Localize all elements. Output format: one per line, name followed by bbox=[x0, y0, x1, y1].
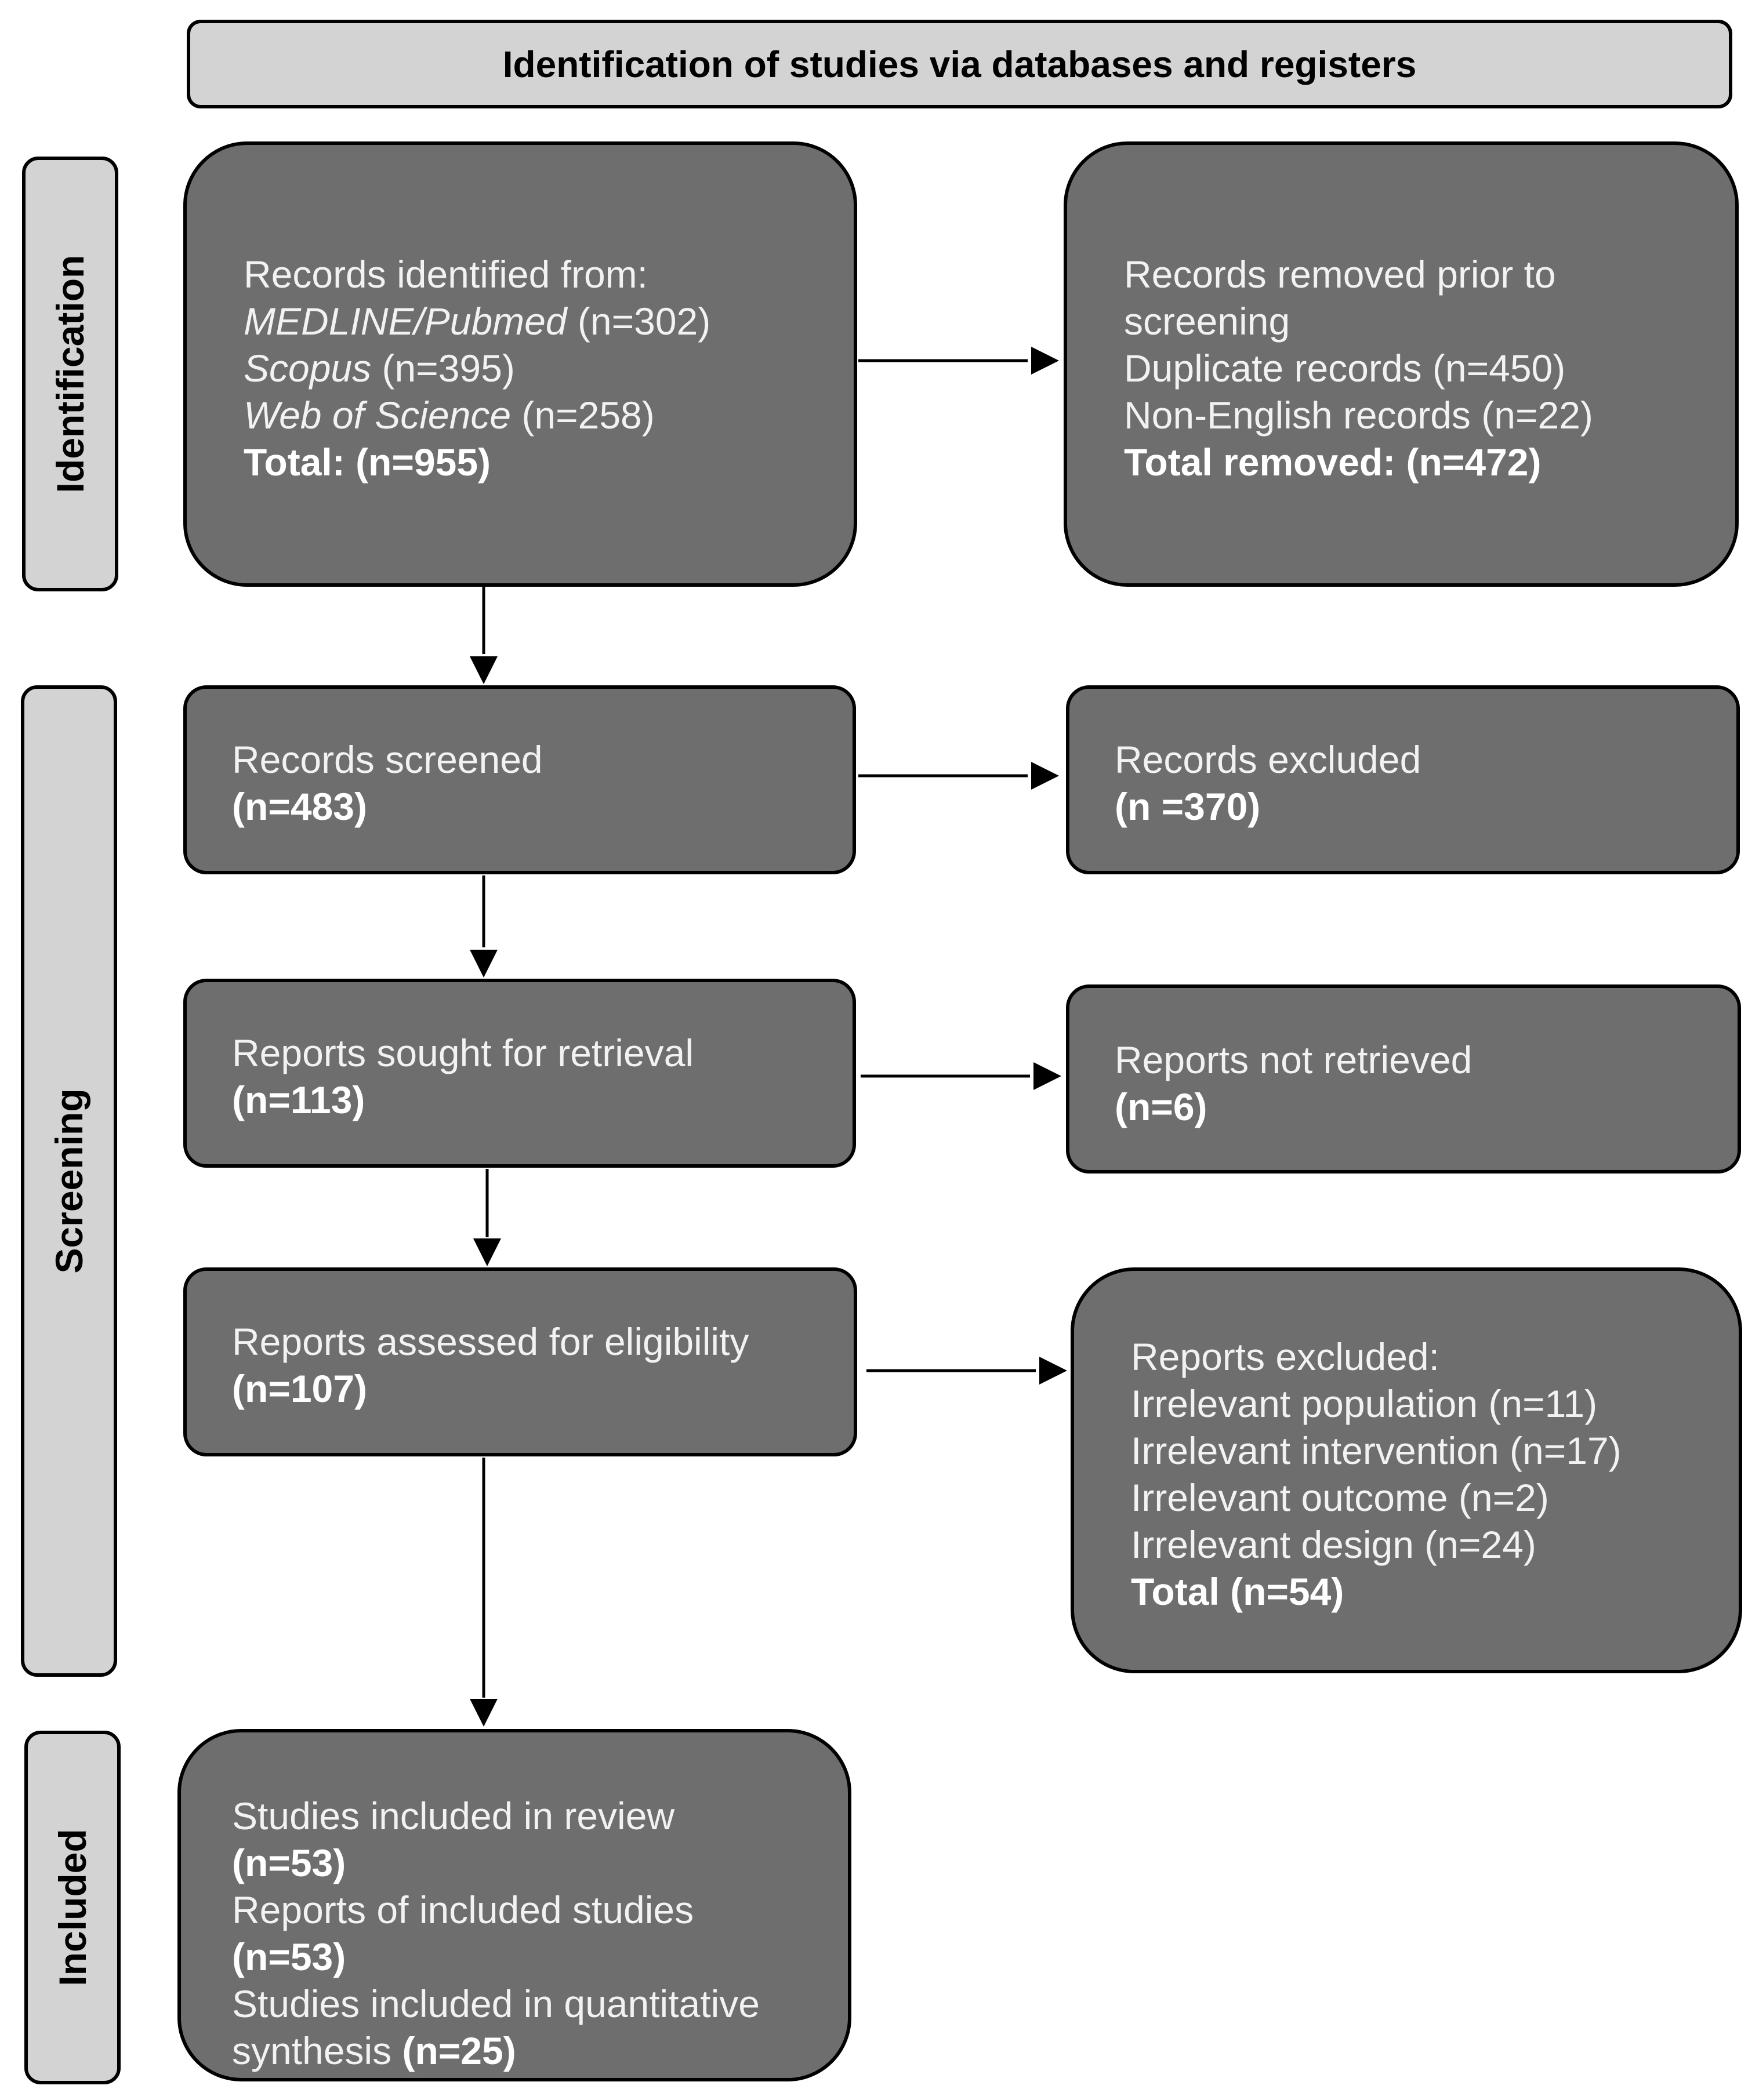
records-removed-box: Records removed prior to screening Dupli… bbox=[1064, 141, 1739, 587]
reports-sought-count: (n=113) bbox=[232, 1078, 365, 1121]
source-medline: MEDLINE/Pubmed (n=302) bbox=[244, 300, 711, 343]
records-identified-total: Total: (n=955) bbox=[244, 441, 491, 484]
phase-included-label: Included bbox=[51, 1829, 94, 1986]
records-screened-count: (n=483) bbox=[232, 785, 367, 828]
diagram-title: Identification of studies via databases … bbox=[502, 43, 1417, 85]
records-screened-box: Records screened (n=483) bbox=[183, 685, 856, 874]
studies-included-count: (n=53) bbox=[232, 1841, 346, 1884]
arrowhead-included bbox=[470, 1699, 498, 1727]
arrowhead-sought bbox=[470, 950, 498, 978]
excluded-reason-outcome: Irrelevant outcome (n=2) bbox=[1131, 1476, 1549, 1519]
records-identified-intro: Records identified from: bbox=[244, 253, 648, 296]
reports-excluded-intro: Reports excluded: bbox=[1131, 1335, 1439, 1378]
reports-included-label: Reports of included studies bbox=[232, 1888, 694, 1931]
records-excluded-count: (n =370) bbox=[1115, 785, 1261, 828]
phase-screening: Screening bbox=[21, 685, 117, 1677]
reports-not-retrieved-count: (n=6) bbox=[1115, 1085, 1207, 1128]
records-removed-line1: Records removed prior to bbox=[1124, 253, 1556, 296]
arrowhead-screened bbox=[470, 656, 498, 684]
records-screened-label: Records screened bbox=[232, 738, 543, 781]
reports-excluded-total: Total (n=54) bbox=[1131, 1570, 1344, 1613]
records-excluded-label: Records excluded bbox=[1115, 738, 1421, 781]
arrowhead-records-excluded bbox=[1031, 762, 1059, 790]
records-removed-line2: screening bbox=[1124, 300, 1290, 343]
source-web-of-science: Web of Science (n=258) bbox=[244, 394, 655, 437]
reports-excluded-box: Reports excluded: Irrelevant population … bbox=[1071, 1267, 1742, 1673]
reports-assessed-box: Reports assessed for eligibility (n=107) bbox=[183, 1267, 857, 1456]
arrowhead-reports-excluded bbox=[1039, 1357, 1067, 1385]
records-excluded-box: Records excluded (n =370) bbox=[1066, 685, 1740, 874]
quantitative-synthesis-label: Studies included in quantitative bbox=[232, 1982, 760, 2025]
reports-included-count: (n=53) bbox=[232, 1935, 346, 1978]
excluded-reason-population: Irrelevant population (n=11) bbox=[1131, 1382, 1598, 1425]
arrowhead-removed bbox=[1031, 347, 1059, 375]
phase-identification: Identification bbox=[22, 157, 118, 591]
phase-included: Included bbox=[24, 1731, 121, 2084]
excluded-reason-design: Irrelevant design (n=24) bbox=[1131, 1523, 1536, 1566]
studies-included-label: Studies included in review bbox=[232, 1794, 675, 1837]
reports-assessed-label: Reports assessed for eligibility bbox=[232, 1320, 749, 1363]
reports-not-retrieved-box: Reports not retrieved (n=6) bbox=[1066, 984, 1741, 1173]
source-scopus: Scopus (n=395) bbox=[244, 347, 515, 390]
excluded-reason-intervention: Irrelevant intervention (n=17) bbox=[1131, 1429, 1622, 1472]
phase-screening-label: Screening bbox=[48, 1088, 90, 1274]
arrowhead-not-retrieved bbox=[1033, 1062, 1061, 1090]
reports-assessed-count: (n=107) bbox=[232, 1367, 367, 1410]
arrowhead-assessed bbox=[473, 1238, 501, 1266]
duplicate-records: Duplicate records (n=450) bbox=[1124, 347, 1566, 390]
phase-identification-label: Identification bbox=[49, 255, 92, 493]
included-studies-box: Studies included in review (n=53) Report… bbox=[177, 1729, 851, 2081]
reports-sought-box: Reports sought for retrieval (n=113) bbox=[183, 979, 856, 1168]
quantitative-synthesis-line: synthesis (n=25) bbox=[232, 2029, 516, 2072]
non-english-records: Non-English records (n=22) bbox=[1124, 394, 1593, 437]
records-removed-total: Total removed: (n=472) bbox=[1124, 441, 1542, 484]
diagram-header: Identification of studies via databases … bbox=[187, 20, 1732, 108]
records-identified-box: Records identified from: MEDLINE/Pubmed … bbox=[183, 141, 857, 587]
reports-sought-label: Reports sought for retrieval bbox=[232, 1031, 694, 1074]
reports-not-retrieved-label: Reports not retrieved bbox=[1115, 1038, 1473, 1081]
